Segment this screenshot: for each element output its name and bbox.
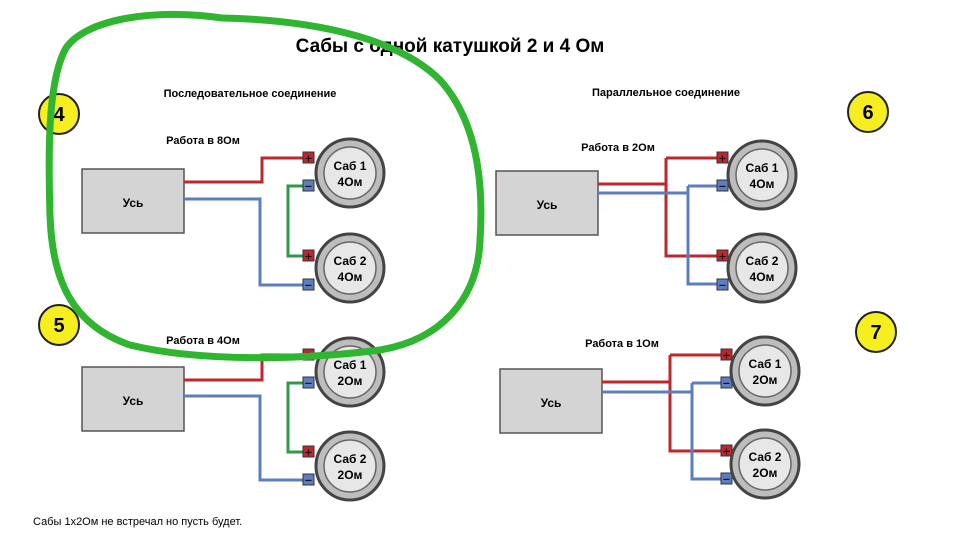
plus-icon: + (304, 448, 312, 459)
minus-icon: − (722, 379, 730, 390)
sub-impedance: 4Ом (750, 177, 775, 191)
amplifier-label: Усь (123, 196, 144, 210)
positive-wire (602, 380, 726, 453)
sub-impedance: 4Ом (338, 270, 363, 284)
page-title: Сабы с одной катушкой 2 и 4 Ом (296, 36, 605, 57)
badge-number: 4 (53, 104, 65, 126)
diagram-caption: Работа в 4Ом (166, 335, 240, 347)
diagram-parallel-2ohm: Работа в 2Ом Усь + − Саб 1 4Ом + − Саб 2… (495, 139, 798, 304)
negative-wire (184, 197, 308, 287)
amplifier-box (495, 170, 599, 236)
diagram-caption: Работа в 2Ом (581, 142, 655, 154)
sub-name: Саб 1 (334, 159, 367, 173)
sub-impedance: 4Ом (750, 270, 775, 284)
series-header: Последовательное соединение (164, 88, 337, 100)
sub-impedance: 2Ом (338, 468, 363, 482)
sub-name: Саб 1 (749, 357, 782, 371)
footnote: Сабы 1х2Ом не встречал но пусть будет. (33, 516, 242, 528)
diagram-series-8ohm: Работа в 8Ом Усь + − Саб 1 4Ом + − Саб 2… (81, 135, 386, 304)
minus-icon: − (304, 379, 312, 390)
badge-circle (855, 311, 897, 353)
minus-terminal (720, 472, 733, 485)
sub-name: Саб 1 (334, 358, 367, 372)
minus-icon: − (304, 476, 312, 487)
link-wire (286, 381, 308, 454)
minus-terminal (302, 376, 315, 389)
amplifier-box (81, 366, 185, 432)
sub-impedance: 2Ом (338, 374, 363, 388)
sub-name: Саб 2 (749, 450, 782, 464)
plus-terminal (720, 444, 733, 457)
plus-terminal (720, 348, 733, 361)
plus-icon: + (718, 154, 726, 165)
parallel-header: Параллельное соединение (592, 87, 740, 99)
plus-terminal (302, 445, 315, 458)
diagram-caption: Работа в 8Ом (166, 135, 240, 147)
negative-wire (184, 394, 308, 482)
amplifier-label: Усь (541, 396, 562, 410)
badge-number: 6 (862, 102, 873, 124)
plus-icon: + (722, 351, 730, 362)
sub-name: Саб 2 (334, 452, 367, 466)
sub-name: Саб 1 (746, 161, 779, 175)
highlight-loop (45, 11, 485, 362)
negative-wire (598, 191, 722, 286)
sub-impedance: 2Ом (753, 373, 778, 387)
diagram-parallel-1ohm: Работа в 1Ом Усь + − Саб 1 2Ом + − Саб 2… (499, 335, 801, 500)
plus-icon: + (304, 154, 312, 165)
minus-terminal (302, 179, 315, 192)
minus-terminal (302, 278, 315, 291)
amplifier-box (499, 368, 603, 434)
plus-icon: + (718, 252, 726, 263)
amplifier-box (81, 168, 185, 234)
amplifier-label: Усь (537, 198, 558, 212)
badge-circle (847, 91, 889, 133)
plus-terminal (716, 249, 729, 262)
minus-terminal (716, 278, 729, 291)
minus-icon: − (304, 182, 312, 193)
plus-icon: + (722, 447, 730, 458)
sub-name: Саб 2 (334, 254, 367, 268)
link-wire (286, 184, 308, 258)
plus-terminal (302, 151, 315, 164)
badge-circle (38, 304, 80, 346)
minus-terminal (716, 179, 729, 192)
minus-icon: − (718, 281, 726, 292)
minus-terminal (302, 473, 315, 486)
sub-impedance: 4Ом (338, 175, 363, 189)
sub-name: Саб 2 (746, 254, 779, 268)
minus-icon: − (304, 281, 312, 292)
positive-wire (184, 156, 308, 184)
badge-number: 7 (870, 322, 881, 344)
negative-wire (602, 390, 726, 481)
plus-icon: + (304, 252, 312, 263)
sub-impedance: 2Ом (753, 466, 778, 480)
badge-number: 5 (53, 315, 64, 337)
amplifier-label: Усь (123, 394, 144, 408)
minus-icon: − (718, 182, 726, 193)
diagram-caption: Работа в 1Ом (585, 338, 659, 350)
plus-terminal (302, 249, 315, 262)
minus-icon: − (722, 475, 730, 486)
plus-terminal (716, 151, 729, 164)
positive-wire (598, 182, 722, 258)
